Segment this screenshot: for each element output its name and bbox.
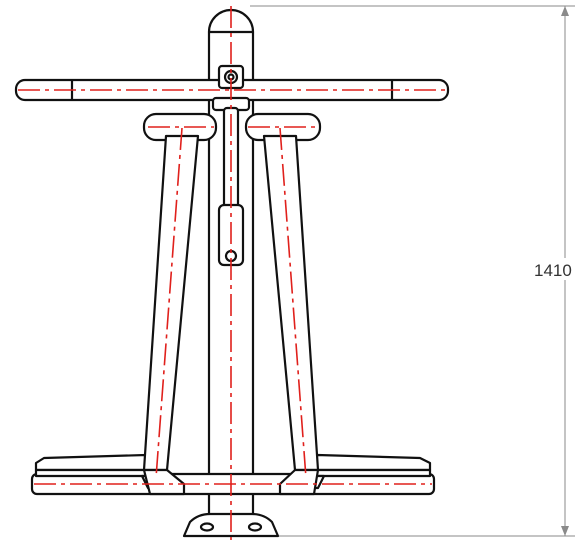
left-leg-tube bbox=[142, 134, 200, 472]
center-lines bbox=[18, 6, 446, 540]
centerline-right-leg bbox=[279, 127, 307, 479]
right-pedal-plate bbox=[310, 453, 432, 472]
right-leg-tube bbox=[262, 134, 320, 472]
left-leg bbox=[142, 112, 218, 496]
centerline-left-leg bbox=[155, 127, 183, 479]
left-pedal-plate bbox=[34, 453, 154, 472]
height-dimension: 1410 bbox=[250, 5, 575, 537]
base-bolt-hole-right bbox=[247, 522, 263, 532]
left-pedal-edge bbox=[34, 468, 154, 478]
dimension-label: 1410 bbox=[534, 261, 572, 280]
dimension-arrow-top bbox=[561, 6, 569, 16]
right-leg-foot-joint bbox=[278, 468, 320, 496]
dimension-label-bg bbox=[535, 258, 575, 280]
right-pedal-edge bbox=[310, 468, 432, 478]
dimension-arrow-bottom bbox=[561, 526, 569, 536]
base-bolt-hole-left bbox=[199, 522, 215, 532]
right-leg bbox=[244, 112, 322, 496]
left-leg-foot-joint bbox=[142, 468, 186, 496]
